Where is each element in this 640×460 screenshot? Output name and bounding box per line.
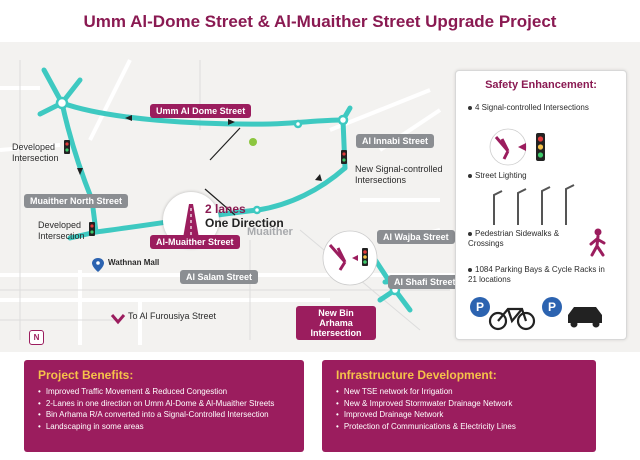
signal-callout (322, 230, 378, 286)
list-item: 2-Lanes in one direction on Umm Al-Dome … (38, 398, 275, 410)
lanes-line-2: One Direction (205, 216, 284, 230)
secondary-roads (0, 60, 450, 340)
upgraded-roads (37, 67, 413, 313)
label-al-wajba-street[interactable]: Al Wajba Street (377, 230, 455, 244)
street-lighting-icon (493, 184, 575, 225)
mall-landmark (249, 138, 257, 146)
new-signal-intersections-label: New Signal-controlled Intersections (355, 164, 443, 185)
safety-item-sidewalks: Pedestrian Sidewalks & Crossings (468, 229, 578, 249)
safety-item-lighting: Street Lighting (468, 171, 618, 181)
infrastructure-list: New TSE network for Irrigation New & Imp… (336, 386, 516, 432)
pedestrian-icon (589, 228, 606, 257)
list-item: Improved Drainage Network (336, 409, 516, 421)
label-muaither-north-street[interactable]: Muaither North Street (24, 194, 129, 208)
safety-item-text: 4 Signal-controlled Intersections (475, 103, 589, 112)
traffic-lights (64, 140, 347, 236)
parking-bike-car-icon: P P (470, 297, 602, 331)
safety-item-parking: 1084 Parking Bays & Cycle Racks in 21 lo… (468, 265, 608, 285)
developed-intersection-label-2: Developed Intersection (38, 220, 85, 241)
label-al-muaither-street[interactable]: Al-Muaither Street (150, 235, 240, 249)
list-item: Landscaping in some areas (38, 421, 274, 433)
bullet-icon (468, 267, 472, 272)
two-lanes-text: 2 lanes One Direction (205, 202, 284, 230)
safety-title: Safety Enhancement: (485, 79, 597, 91)
label-al-shafi-street[interactable]: Al Shafi Street (388, 275, 462, 289)
signal-intersection-icon (489, 128, 545, 166)
label-al-innabi-street[interactable]: Al Innabi Street (356, 134, 435, 148)
location-pin-icon (92, 258, 104, 272)
label-new-bin-arhama-intersection[interactable]: New Bin Arhama Intersection (296, 306, 376, 340)
project-benefits-box: Project Benefits: Improved Traffic Movem… (24, 360, 304, 452)
bullet-icon (468, 231, 472, 236)
infrastructure-title: Infrastructure Development: (336, 368, 497, 382)
list-item: New TSE network for Irrigation (336, 386, 516, 398)
area-name-muaither: Muaither (247, 226, 293, 238)
label-al-salam-street[interactable]: Al Salam Street (180, 270, 259, 284)
developed-intersection-label-1: Developed Intersection (12, 142, 59, 163)
list-item: New & Improved Stormwater Drainage Netwo… (336, 398, 516, 410)
bullet-icon (468, 173, 472, 178)
label-umm-al-dome-street[interactable]: Umm Al Dome Street (150, 104, 252, 118)
bullet-icon (468, 105, 472, 110)
safety-item-text: Street Lighting (475, 171, 527, 180)
list-item: Protection of Communications & Electrici… (336, 421, 516, 433)
safety-enhancement-panel: Safety Enhancement: 4 Signal-controlled … (455, 70, 627, 340)
safety-item-text: 1084 Parking Bays & Cycle Racks in 21 lo… (468, 265, 605, 284)
page-title: Umm Al-Dome Street & Al-Muaither Street … (83, 12, 557, 31)
furousiya-arrow-icon (110, 314, 126, 325)
benefits-list: Improved Traffic Movement & Reduced Cong… (38, 386, 275, 433)
infrastructure-development-box: Infrastructure Development: New TSE netw… (322, 360, 596, 452)
list-item: Improved Traffic Movement & Reduced Cong… (38, 386, 274, 398)
lanes-line-1: 2 lanes (205, 202, 246, 216)
safety-item-text: Pedestrian Sidewalks & Crossings (468, 229, 560, 248)
safety-item-signals: 4 Signal-controlled Intersections (468, 103, 618, 113)
callout-lines (204, 127, 241, 216)
list-item: Bin Arhama R/A converted into a Signal-C… (38, 409, 274, 421)
benefits-title: Project Benefits: (38, 368, 134, 382)
svg-text:P: P (548, 300, 556, 314)
north-indicator: N (29, 330, 44, 345)
road-lanes-icon (183, 204, 199, 238)
to-al-furousiya-label: To Al Furousiya Street (128, 311, 217, 321)
svg-text:P: P (476, 300, 484, 314)
wathnan-mall-label[interactable]: Wathnan Mall (108, 258, 160, 267)
